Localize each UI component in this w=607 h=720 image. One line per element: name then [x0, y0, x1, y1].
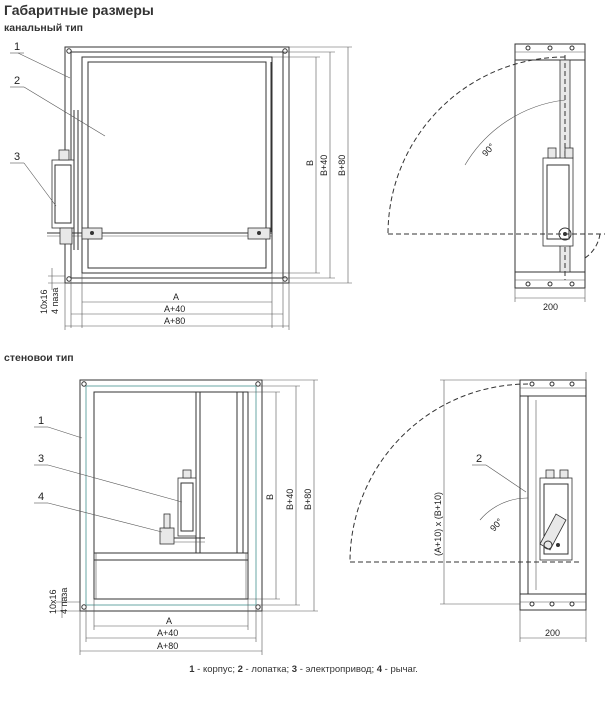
duct-front-view: [47, 46, 290, 284]
wall-dim-b40: B+40: [285, 489, 295, 510]
dim-slots-count: 4 паза: [50, 288, 60, 314]
dim-a80: A+80: [164, 316, 185, 326]
duct-outer-flange: [64, 46, 290, 284]
wall-dim-a80: A+80: [157, 641, 178, 651]
dim-b40: B+40: [319, 155, 329, 176]
section-title-wall: стеновои тип: [4, 352, 74, 364]
dim-a40: A+40: [164, 304, 185, 314]
wall-callout-2: 2: [476, 453, 482, 465]
wall-swing-arc: [349, 383, 529, 563]
dim-b80: B+80: [337, 155, 347, 176]
duct-dimensions: A A+40 A+80 B B+40 B+80 10x16 4 паза: [39, 46, 352, 330]
section-title-duct: канальный тип: [4, 22, 84, 34]
dim-a: A: [173, 292, 179, 302]
wall-callouts: 1 3 4: [34, 415, 183, 533]
duct-side-view: 90° 200: [387, 43, 605, 312]
legend-text-1: - корпус;: [194, 664, 238, 675]
wall-opening-label: (A+10) x (B+10): [433, 492, 443, 556]
dim-b: B: [305, 160, 315, 166]
wall-dim-a40: A+40: [157, 628, 178, 638]
callout-2: 2: [14, 75, 20, 87]
wall-dim-b80: B+80: [303, 489, 313, 510]
duct-body: [81, 56, 273, 274]
wall-depth-label: 200: [545, 628, 560, 638]
legend-text-3: - электропривод;: [297, 664, 377, 675]
legend-text-2: - лопатка;: [242, 664, 292, 675]
legend-num-1: 1: [189, 664, 195, 675]
legend-num-4: 4: [376, 664, 383, 675]
wall-dim-slots-size: 10x16: [48, 589, 58, 614]
callout-3: 3: [14, 151, 20, 163]
wall-front-view: [79, 379, 263, 612]
callout-1: 1: [14, 41, 20, 53]
wall-frame-outer: [79, 379, 263, 612]
wall-callout-1: 1: [38, 415, 44, 427]
duct-depth-label: 200: [543, 302, 558, 312]
duct-callouts: 1 2 3: [10, 41, 106, 207]
legend-caption: 1 - корпус; 2 - лопатка; 3 - электроприв…: [0, 664, 607, 675]
wall-callout-3: 3: [38, 453, 44, 465]
wall-lever: [159, 527, 175, 545]
legend-text-4: - рычаг.: [382, 664, 418, 675]
legend-num-3: 3: [291, 664, 298, 675]
duct-angle-label: 90°: [480, 141, 497, 158]
wall-dimensions: A A+40 A+80 B B+40 B+80 10x16 4 паза: [48, 379, 318, 655]
wall-callout-4: 4: [38, 491, 44, 503]
wall-side-view: 90° (A+10) x (B+10) 2 200: [349, 372, 587, 642]
duct-swing-arc: [387, 56, 566, 235]
wall-dim-b: B: [265, 494, 275, 500]
wall-dim-slots-count: 4 паза: [59, 588, 69, 614]
wall-dim-a: A: [166, 616, 172, 626]
wall-angle-label: 90°: [488, 516, 505, 533]
dim-slots-size: 10x16: [39, 289, 49, 314]
legend-num-2: 2: [237, 664, 243, 675]
duct-side-actuator: [542, 157, 574, 247]
page-title: Габаритные размеры: [4, 2, 154, 18]
